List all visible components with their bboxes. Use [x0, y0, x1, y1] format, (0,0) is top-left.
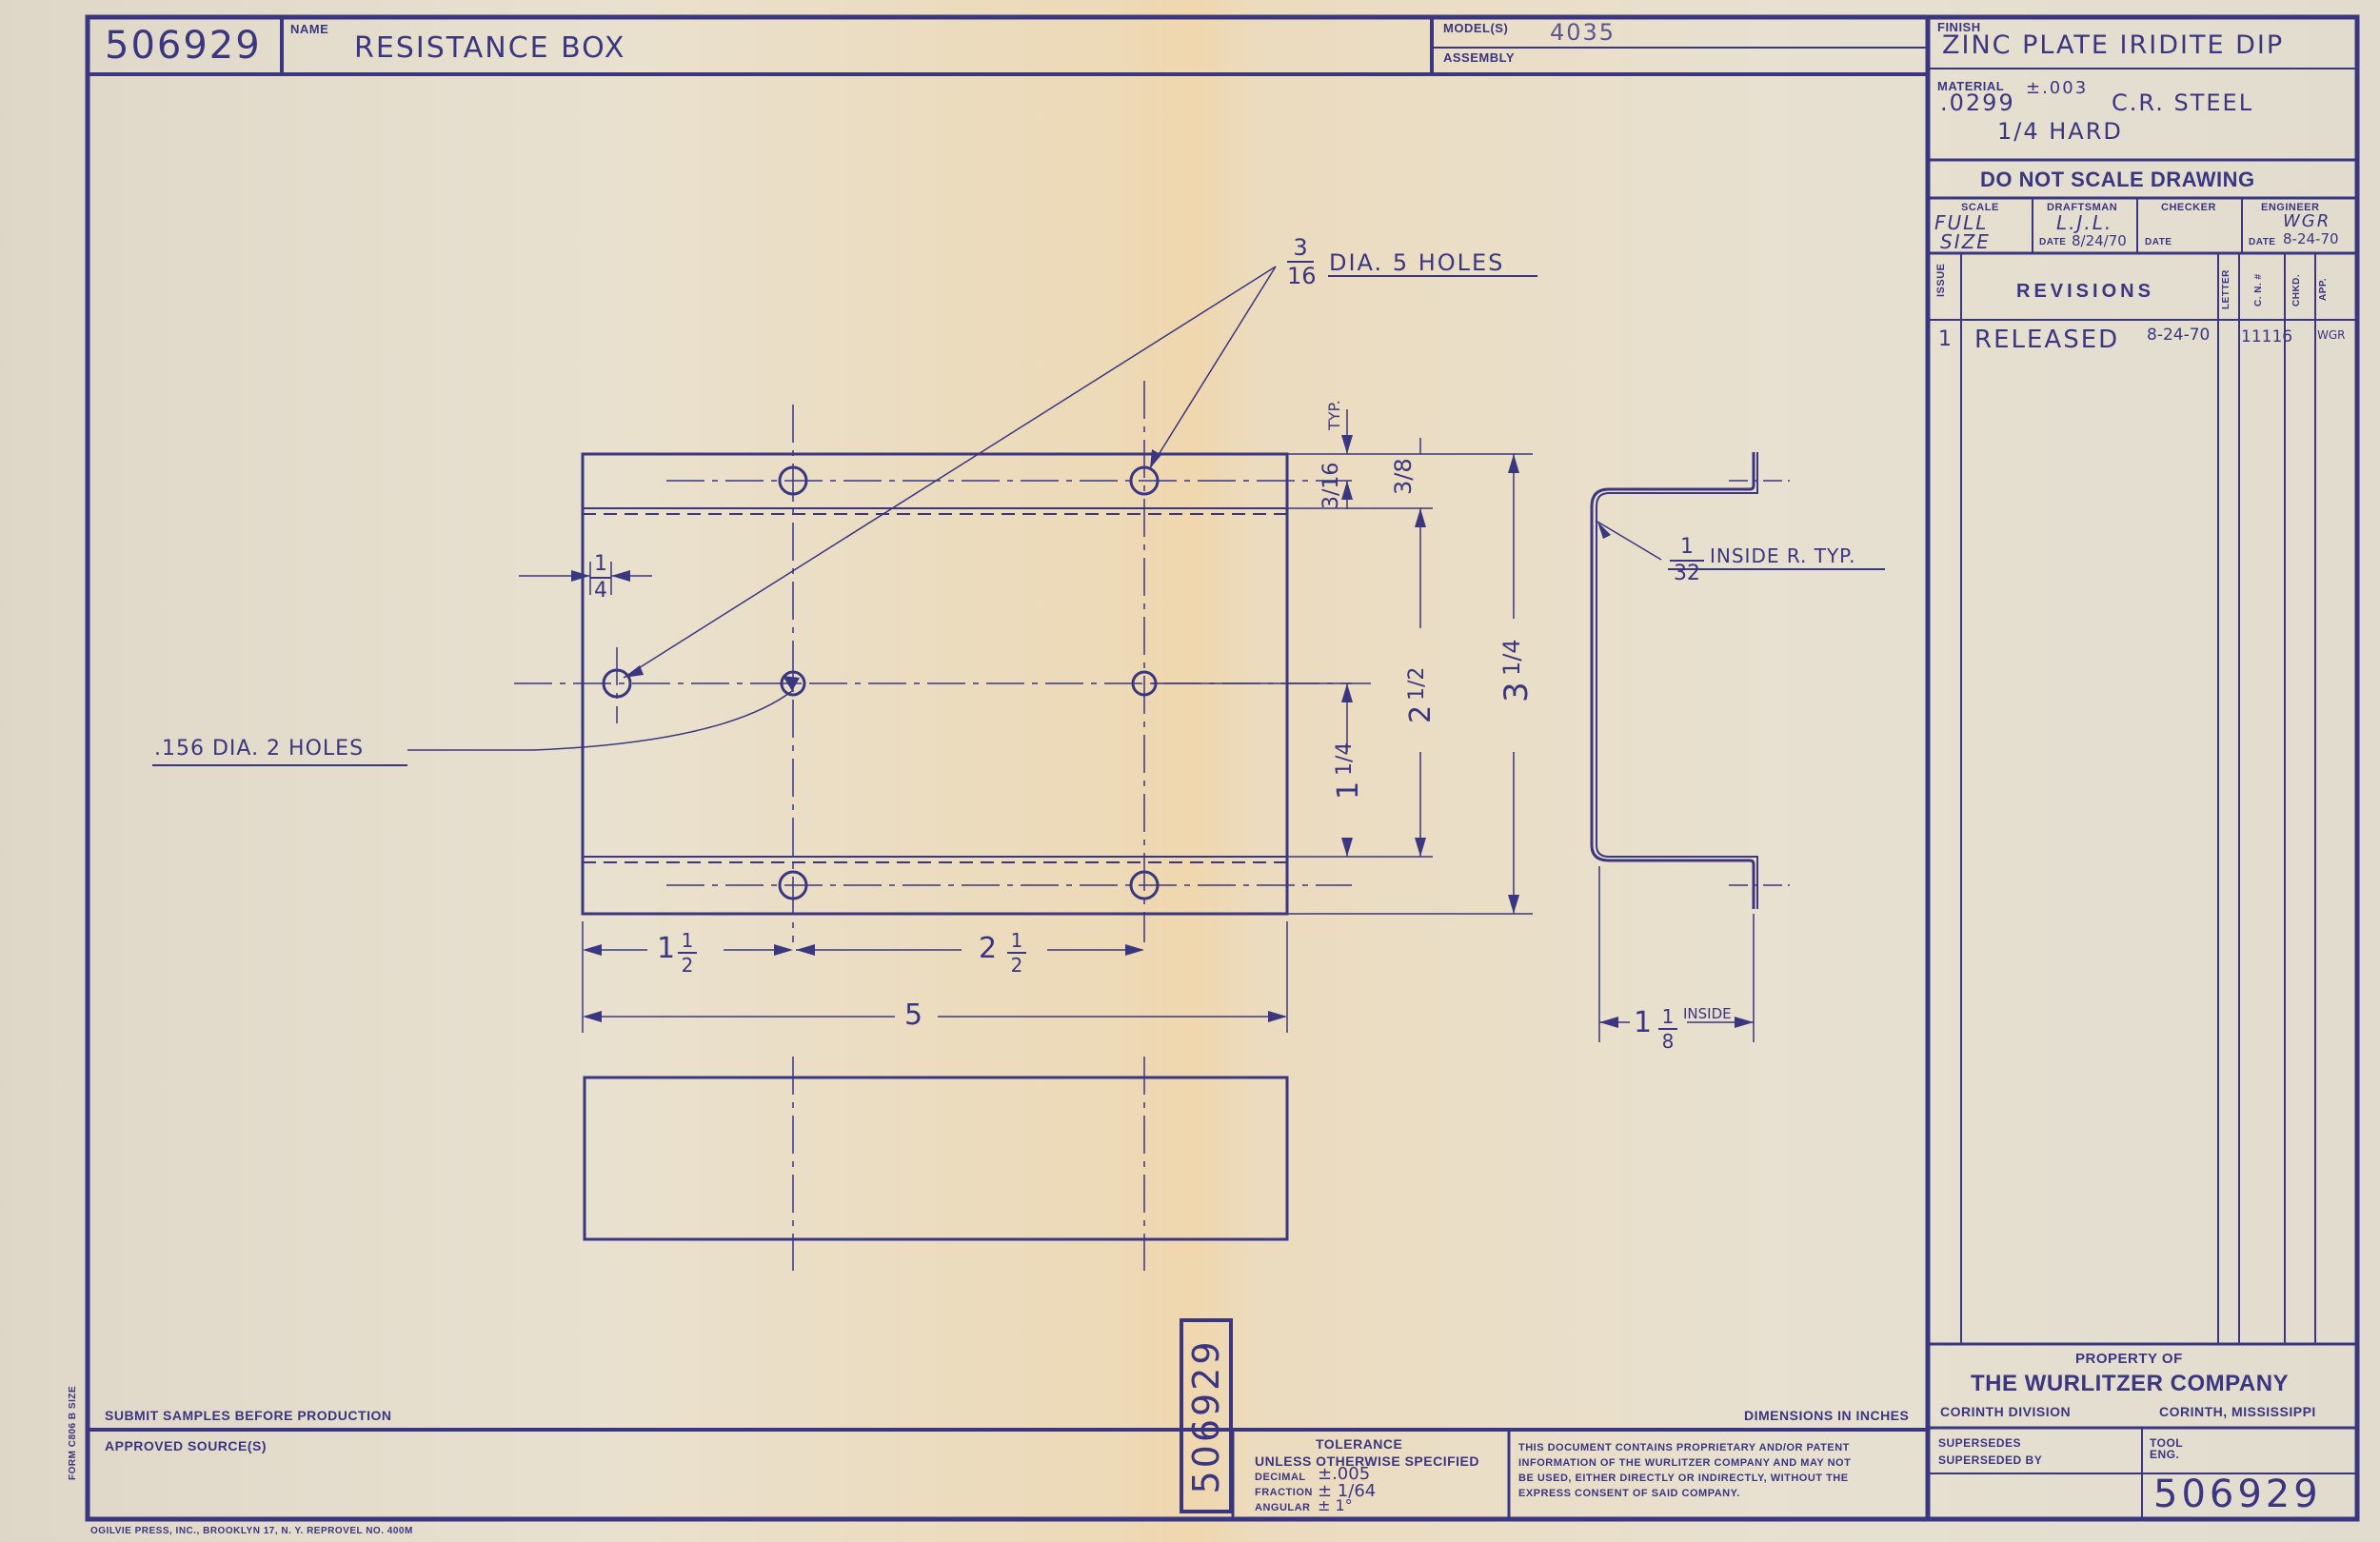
- flange-inside-note: INSIDE: [1683, 1005, 1732, 1022]
- fraction-label: FRACTION: [1255, 1487, 1313, 1498]
- finish-label: FINISH: [1937, 20, 1981, 34]
- engineer-label: ENGINEER: [2261, 202, 2320, 213]
- finish-value: ZINC PLATE IRIDITE DIP: [1942, 30, 2285, 60]
- material-hardness: 1/4 HARD: [1997, 118, 2123, 145]
- draftsman-value: L.J.L.: [2056, 211, 2113, 234]
- scale-label: SCALE: [1961, 202, 1999, 213]
- draftsman-date-label: DATE: [2039, 237, 2067, 247]
- revision-app: WGR: [2317, 328, 2346, 342]
- engineer-date: 8-24-70: [2283, 230, 2339, 247]
- scale-line2: SIZE: [1940, 230, 1991, 253]
- dim-two-half-h-whole: 2: [979, 932, 1000, 965]
- proprietary-line4: EXPRESS CONSENT OF SAID COMPANY.: [1518, 1488, 1740, 1499]
- decimal-label: DECIMAL: [1255, 1472, 1306, 1483]
- models-value: 4035: [1550, 19, 1616, 46]
- side-part-number-box: 506929: [1180, 1318, 1233, 1513]
- tolerance-title: TOLERANCE: [1316, 1436, 1403, 1452]
- material-label: MATERIAL: [1937, 79, 2005, 93]
- dim-three-eighths: 3/8: [1390, 458, 1417, 495]
- dim-one-quarter-frac: 1/4: [1333, 741, 1357, 776]
- bottom-view-outline: [583, 1076, 1289, 1241]
- engineer-date-label: DATE: [2249, 237, 2276, 247]
- superseded-by: SUPERSEDED BY: [1938, 1453, 2043, 1467]
- approved-sources: APPROVED SOURCE(S): [105, 1438, 268, 1453]
- models-label: MODEL(S): [1443, 21, 1509, 35]
- dim-three-quarter-whole: 3: [1497, 680, 1536, 702]
- typ-label: TYP.: [1325, 400, 1343, 430]
- fraction-value: ± 1/64: [1318, 1481, 1377, 1501]
- draftsman-label: DRAFTSMAN: [2047, 202, 2118, 213]
- inside-radius-note: INSIDE R. TYP.: [1710, 544, 1856, 567]
- side-profile: [1590, 452, 1755, 909]
- dimensions-note: DIMENSIONS IN INCHES: [1744, 1408, 1910, 1423]
- printer-note: OGILVIE PRESS, INC., BROOKLYN 17, N. Y. …: [90, 1526, 413, 1536]
- form-note: FORM C806 B SIZE: [68, 1385, 78, 1480]
- scale-line1: FULL: [1934, 211, 1989, 234]
- revision-date: 8-24-70: [2147, 326, 2211, 345]
- checker-label: CHECKER: [2161, 202, 2216, 213]
- property-label: PROPERTY OF: [2075, 1351, 2183, 1367]
- dim-two-half-whole: 2: [1404, 702, 1438, 723]
- dim-one-half-whole: 1: [657, 932, 678, 965]
- company-name: THE WURLITZER COMPANY: [1971, 1371, 2290, 1396]
- material-thickness: .0299: [1940, 89, 2015, 116]
- supersedes: SUPERSEDES: [1938, 1436, 2022, 1450]
- side-part-number: 506929: [1185, 1337, 1227, 1494]
- outer-frame: [85, 14, 2360, 1522]
- dim-flange-whole: 1: [1634, 1006, 1655, 1039]
- do-not-scale: DO NOT SCALE DRAWING: [1980, 168, 2255, 191]
- engineer-value: WGR: [2283, 211, 2331, 231]
- tool-eng: TOOL ENG.: [2150, 1436, 2183, 1461]
- revision-description: RELEASED: [1974, 326, 2120, 354]
- tolerance-sub: UNLESS OTHERWISE SPECIFIED: [1255, 1453, 1479, 1469]
- material-tolerance: ±.003: [2026, 78, 2089, 98]
- issue-header: ISSUE: [1935, 263, 1947, 297]
- proprietary-line1: THIS DOCUMENT CONTAINS PROPRIETARY AND/O…: [1518, 1442, 1850, 1453]
- dim-overall-width: 5: [904, 998, 925, 1032]
- chkd-header: CHKD.: [2291, 273, 2302, 306]
- division: CORINTH DIVISION: [1940, 1404, 2072, 1419]
- bottom-part-number: 506929: [2153, 1473, 2322, 1516]
- part-number: 506929: [105, 24, 262, 68]
- revisions-title: REVISIONS: [2016, 281, 2154, 302]
- angular-value: ± 1°: [1318, 1496, 1353, 1514]
- revision-cn: 11116: [2241, 327, 2293, 346]
- cn-header: C. N. #: [2253, 273, 2264, 306]
- part-name: RESISTANCE BOX: [354, 31, 626, 65]
- draftsman-date: 8/24/70: [2072, 232, 2127, 249]
- material-spec: C.R. STEEL: [2112, 89, 2254, 116]
- dim-three-quarter-frac: 1/4: [1498, 639, 1525, 676]
- name-label: NAME: [290, 22, 329, 36]
- dim-one-quarter-whole: 1: [1332, 779, 1365, 800]
- proprietary-line2: INFORMATION OF THE WURLITZER COMPANY AND…: [1518, 1457, 1852, 1469]
- hole-dia-note: DIA. 5 HOLES: [1329, 249, 1505, 276]
- proprietary-line3: BE USED, EITHER DIRECTLY OR INDIRECTLY, …: [1518, 1473, 1849, 1484]
- assembly-label: ASSEMBLY: [1443, 50, 1516, 65]
- revision-issue: 1: [1938, 327, 1954, 351]
- location: CORINTH, MISSISSIPPI: [2159, 1404, 2316, 1419]
- dim-three-sixteenths: 3/16: [1319, 462, 1343, 509]
- small-hole-note: .156 DIA. 2 HOLES: [154, 737, 365, 761]
- checker-date-label: DATE: [2145, 237, 2172, 247]
- app-header: APP.: [2318, 277, 2329, 301]
- letter-header: LETTER: [2221, 269, 2231, 309]
- decimal-value: ±.005: [1318, 1464, 1371, 1484]
- submit-samples: SUBMIT SAMPLES BEFORE PRODUCTION: [105, 1408, 392, 1423]
- angular-label: ANGULAR: [1255, 1502, 1311, 1513]
- dim-two-half-frac: 1/2: [1405, 666, 1429, 701]
